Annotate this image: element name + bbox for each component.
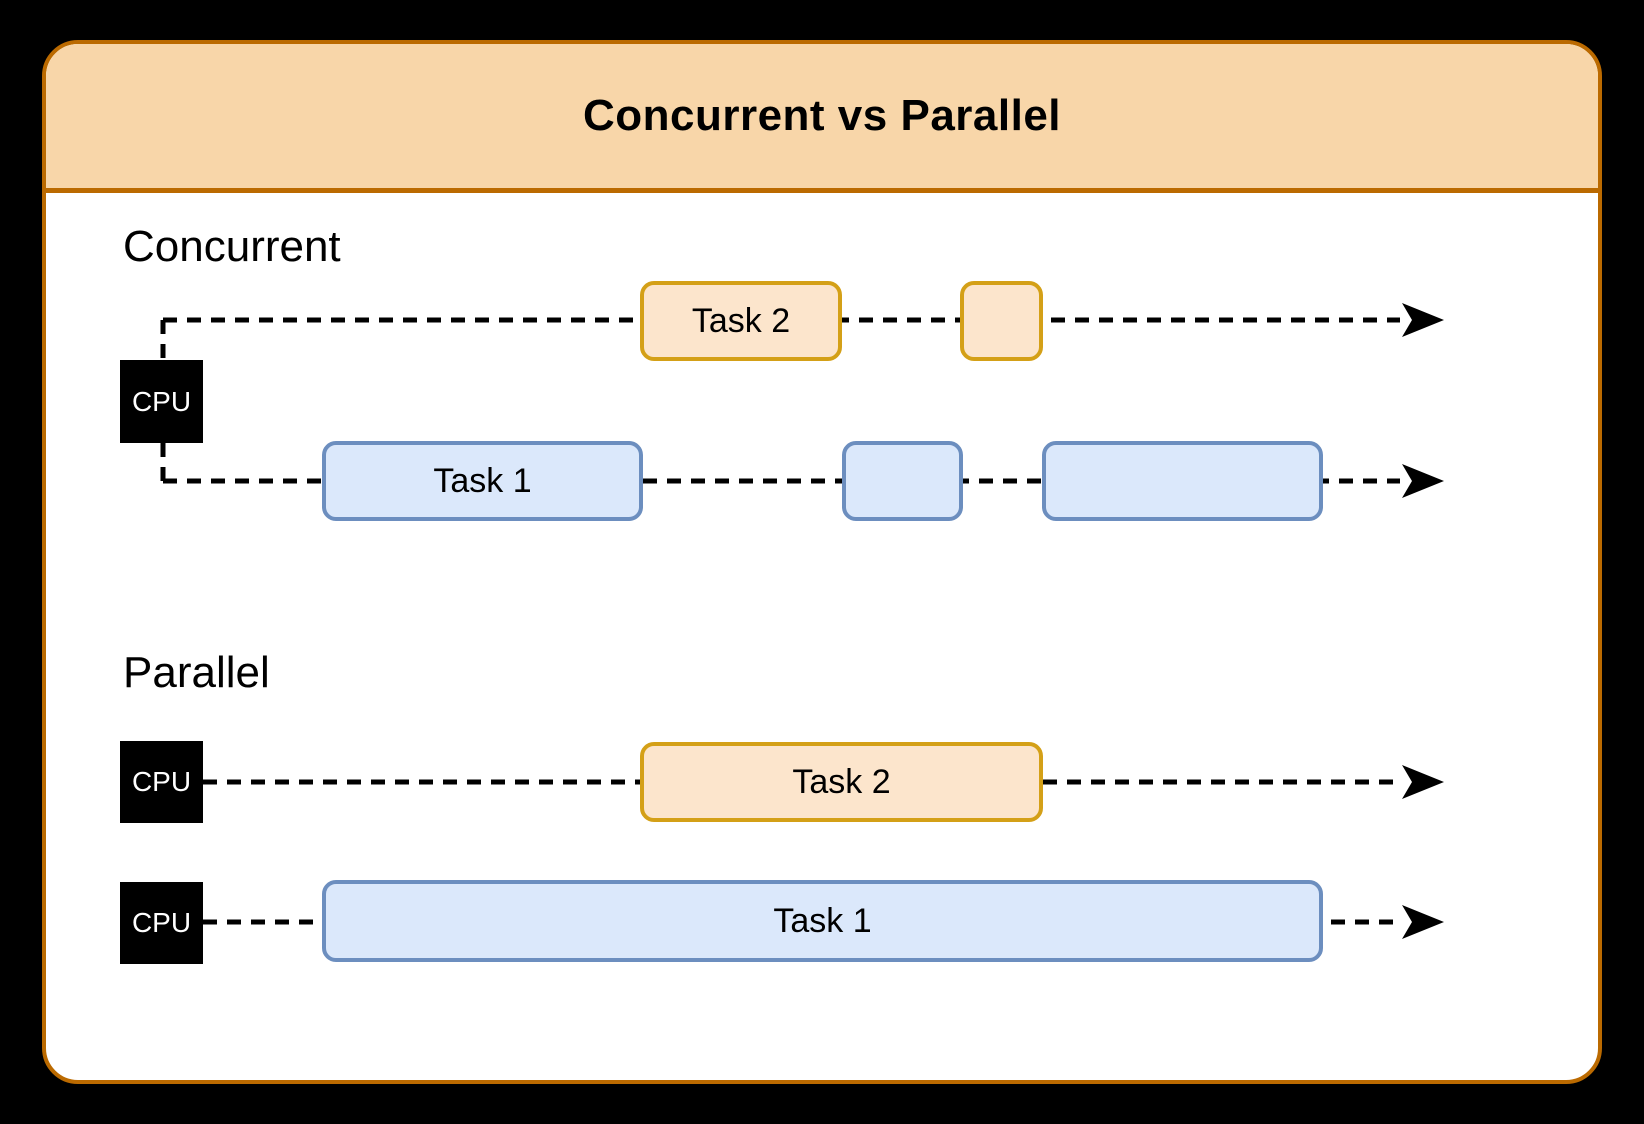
- section-label-parallel: Parallel: [123, 648, 270, 697]
- task1-concurrent-label: Task 1: [433, 461, 532, 500]
- concurrent-thread1-arrowhead: [1402, 464, 1444, 498]
- cpu-box-concurrent: CPU: [120, 360, 203, 443]
- task2-box-concurrent-run1: Task 2: [640, 281, 842, 361]
- cpu-box-concurrent-label: CPU: [131, 385, 192, 417]
- task1-box-concurrent-run3: [1042, 441, 1323, 521]
- cpu-box-parallel-1-label: CPU: [131, 766, 192, 797]
- task1-box-concurrent-run1: Task 1: [322, 441, 643, 521]
- task2-box-parallel: Task 2: [640, 742, 1043, 822]
- diagram-title: Concurrent vs Parallel: [582, 91, 1062, 140]
- task2-box-concurrent-run2: [960, 281, 1043, 361]
- parallel-cpu2-arrowhead: [1402, 905, 1444, 939]
- task1-parallel-label: Task 1: [773, 901, 872, 940]
- cpu-box-parallel-1: CPU: [120, 741, 203, 823]
- section-label-concurrent: Concurrent: [123, 222, 341, 271]
- concurrent-thread2-arrowhead: [1402, 303, 1444, 337]
- cpu-box-parallel-2-label: CPU: [131, 907, 192, 938]
- card-header: Concurrent vs Parallel: [46, 44, 1598, 193]
- task1-box-concurrent-run2: [842, 441, 963, 521]
- task2-concurrent-label: Task 2: [691, 301, 791, 340]
- task2-parallel-label: Task 2: [792, 762, 891, 801]
- parallel-cpu1-arrowhead: [1402, 765, 1444, 799]
- cpu-box-parallel-2: CPU: [120, 882, 203, 964]
- task1-box-parallel: Task 1: [322, 880, 1323, 962]
